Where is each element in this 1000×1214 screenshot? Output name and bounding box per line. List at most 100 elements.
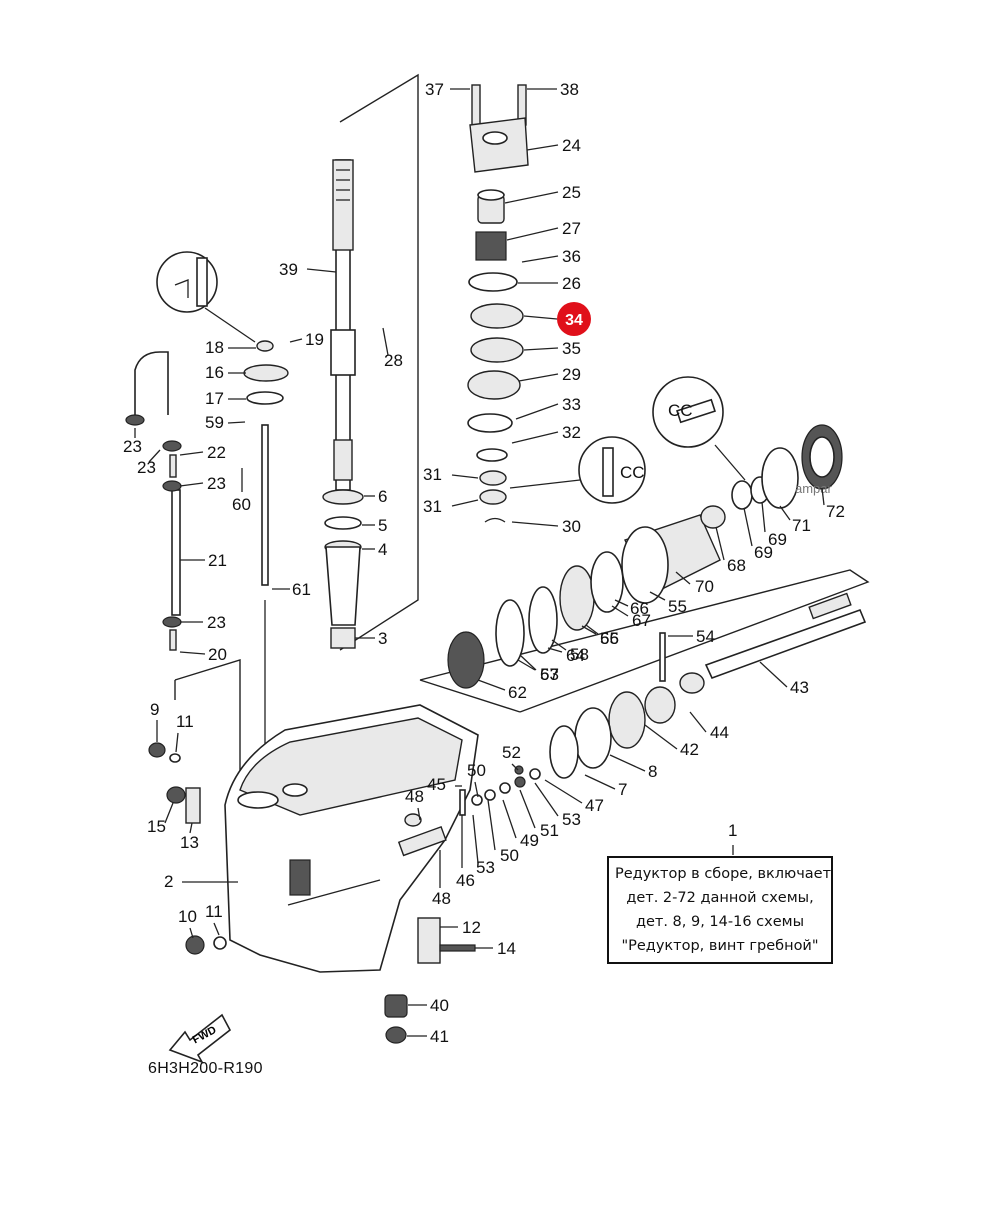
callout-number: 53: [562, 810, 581, 829]
leader-line: [534, 782, 559, 817]
assembly-note-box: Редуктор в сборе, включает дет. 2-72 дан…: [607, 856, 833, 964]
callout-number: 25: [562, 183, 581, 202]
leader-line: [518, 373, 559, 382]
callout-number: 36: [562, 247, 581, 266]
leader-line: [477, 679, 506, 691]
callout-number: 31: [423, 465, 442, 484]
callout-number: 60: [232, 495, 251, 514]
highlight-callout-label: 34: [565, 312, 583, 329]
propshaft-assembly: [397, 424, 867, 857]
callout-number: 7: [618, 780, 627, 799]
callout-number: 30: [562, 517, 581, 536]
leader-line: [544, 779, 583, 804]
leader-line: [644, 724, 678, 750]
leader-line: [382, 327, 389, 356]
leader-line: [511, 521, 559, 527]
leader-line: [521, 255, 559, 263]
leader-line: [675, 571, 691, 585]
leader-line: [689, 711, 707, 733]
callout-number: 54: [696, 627, 715, 646]
callout-number: 2: [164, 872, 173, 891]
leader-line: [519, 654, 537, 671]
callout-number: 48: [432, 889, 451, 908]
callout-number: 33: [562, 395, 581, 414]
callout-number: 59: [205, 413, 224, 432]
callout-number: 68: [727, 556, 746, 575]
leader-line: [289, 338, 303, 343]
leader-line: [526, 144, 559, 151]
callout-number: 69: [754, 543, 773, 562]
leader-line: [487, 799, 496, 851]
driveshaft-assembly: [125, 159, 364, 790]
callout-number: 57: [540, 665, 559, 684]
callout-number: 21: [208, 551, 227, 570]
leader-line: [179, 651, 206, 655]
callout-number: 26: [562, 274, 581, 293]
callout-number: 17: [205, 389, 224, 408]
callout-number: 44: [710, 723, 729, 742]
svg-text:CC: CC: [620, 463, 645, 482]
callout-number: 46: [456, 871, 475, 890]
watermark-text: ampar: [795, 481, 833, 496]
callout-leader-lines: [134, 88, 825, 1037]
callout-number: 19: [305, 330, 324, 349]
callout-number: 23: [207, 613, 226, 632]
leader-line: [649, 591, 666, 601]
callout-number: 6: [378, 487, 387, 506]
callout-number: 52: [502, 743, 521, 762]
callout-number: 23: [207, 474, 226, 493]
note-line-4: "Редуктор, винт гребной": [621, 938, 819, 954]
leader-line: [502, 799, 517, 839]
callout-number: 38: [560, 80, 579, 99]
callout-number: 22: [207, 443, 226, 462]
callout-number: 11: [176, 712, 194, 731]
note-line-1: Редуктор в сборе, включает: [615, 866, 832, 882]
leader-line: [179, 482, 204, 487]
water-pump-stack: [467, 84, 529, 523]
callout-number: 28: [384, 351, 403, 370]
leader-line: [417, 807, 421, 821]
svg-text:CC: CC: [668, 401, 693, 420]
callout-number: 9: [150, 700, 159, 719]
callout-number: 53: [476, 858, 495, 877]
leader-line: [189, 822, 193, 834]
callout-number: 27: [562, 219, 581, 238]
callout-number: 63: [540, 665, 559, 684]
small-hardware: [148, 742, 476, 1044]
leader-line: [779, 505, 791, 521]
callout-number: 24: [562, 136, 581, 155]
assembly-frames: [174, 73, 870, 790]
callout-number: 55: [668, 597, 687, 616]
leader-line: [227, 421, 246, 424]
leader-line: [715, 526, 725, 561]
callout-number: 61: [292, 580, 311, 599]
leader-line: [761, 501, 766, 533]
callout-number: 14: [497, 939, 516, 958]
callout-number: 47: [585, 796, 604, 815]
callout-number: 45: [427, 775, 446, 794]
leader-line: [609, 754, 646, 772]
callout-number: 18: [205, 338, 224, 357]
callout-number: 4: [378, 540, 387, 559]
leader-line: [611, 605, 629, 617]
callout-number: 65: [600, 629, 619, 648]
callout-number: 37: [425, 80, 444, 99]
leader-line: [515, 403, 559, 420]
leader-line: [523, 347, 559, 351]
callout-number: 48: [405, 787, 424, 806]
callout-number: 50: [467, 761, 486, 780]
leader-line: [523, 315, 558, 320]
callout-number: 42: [680, 740, 699, 759]
leader-line: [581, 625, 597, 635]
callout-number: 1: [728, 821, 737, 840]
leader-line: [547, 647, 563, 653]
callout-number: 31: [423, 497, 442, 516]
leader-line: [511, 763, 519, 771]
callout-number: 23: [137, 458, 156, 477]
callout-number: 72: [826, 502, 845, 521]
callout-number: 29: [562, 365, 581, 384]
callout-number: 70: [695, 577, 714, 596]
callout-number: 35: [562, 339, 581, 358]
